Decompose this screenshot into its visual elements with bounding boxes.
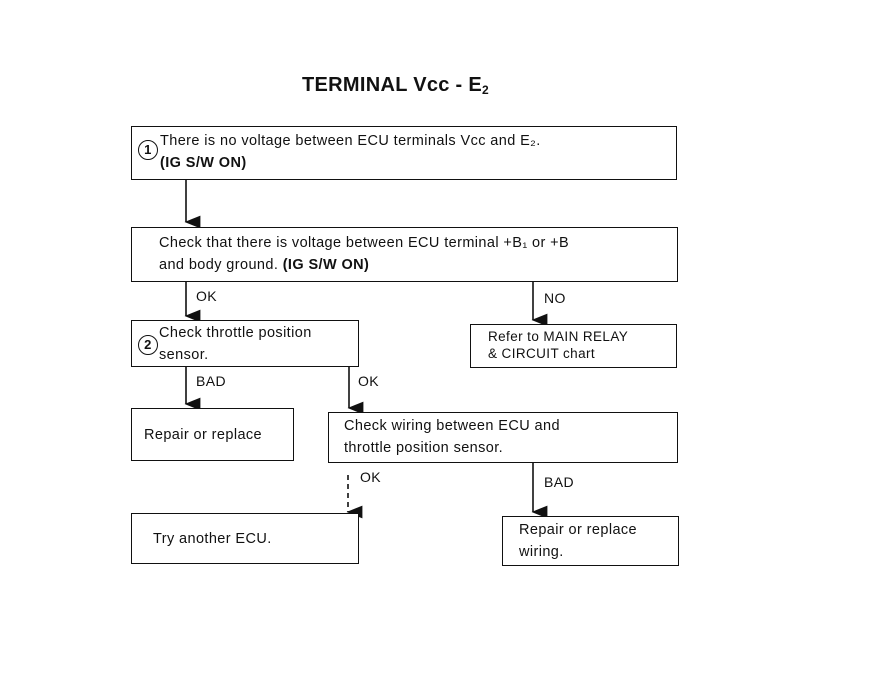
- main-relay-line1: Refer to MAIN RELAY: [488, 329, 629, 344]
- step2-line1: Check throttle position: [159, 325, 312, 341]
- check-b-line2: and body ground. (IG S/W ON): [159, 257, 370, 273]
- page-title: TERMINAL Vcc - E2: [302, 74, 489, 97]
- try-ecu-text: Try another ECU.: [153, 531, 272, 547]
- check-b-box: Check that there is voltage between ECU …: [131, 227, 678, 282]
- step1-line1: There is no voltage between ECU terminal…: [160, 133, 541, 149]
- main-relay-box: Refer to MAIN RELAY & CIRCUIT chart: [470, 324, 677, 368]
- check-wiring-line1: Check wiring between ECU and: [344, 418, 560, 434]
- label-no: NO: [544, 290, 566, 306]
- step-number-2: 2: [138, 335, 158, 355]
- repair-wiring-line1: Repair or replace: [519, 522, 638, 538]
- label-ok-2: OK: [358, 373, 380, 389]
- repair-wiring-line2: wiring.: [519, 544, 564, 560]
- label-bad-1: BAD: [196, 373, 226, 389]
- check-b-line1: Check that there is voltage between ECU …: [159, 235, 570, 251]
- label-ok-3: OK: [360, 469, 382, 485]
- step1-box: 1 There is no voltage between ECU termin…: [131, 126, 677, 180]
- check-wiring-box: Check wiring between ECU and throttle po…: [328, 412, 678, 463]
- step2-box: 2 Check throttle position sensor.: [131, 320, 359, 367]
- label-ok-1: OK: [196, 288, 218, 304]
- label-bad-2: BAD: [544, 474, 574, 490]
- step2-line2: sensor.: [159, 347, 209, 363]
- step1-line2: (IG S/W ON): [160, 155, 247, 171]
- main-relay-line2: & CIRCUIT chart: [488, 346, 596, 361]
- repair-text: Repair or replace: [144, 427, 263, 443]
- try-ecu-box: Try another ECU.: [131, 513, 359, 564]
- check-wiring-line2: throttle position sensor.: [344, 440, 504, 456]
- repair-wiring-box: Repair or replace wiring.: [502, 516, 679, 566]
- repair-box: Repair or replace: [131, 408, 294, 461]
- step-number-1: 1: [138, 140, 158, 160]
